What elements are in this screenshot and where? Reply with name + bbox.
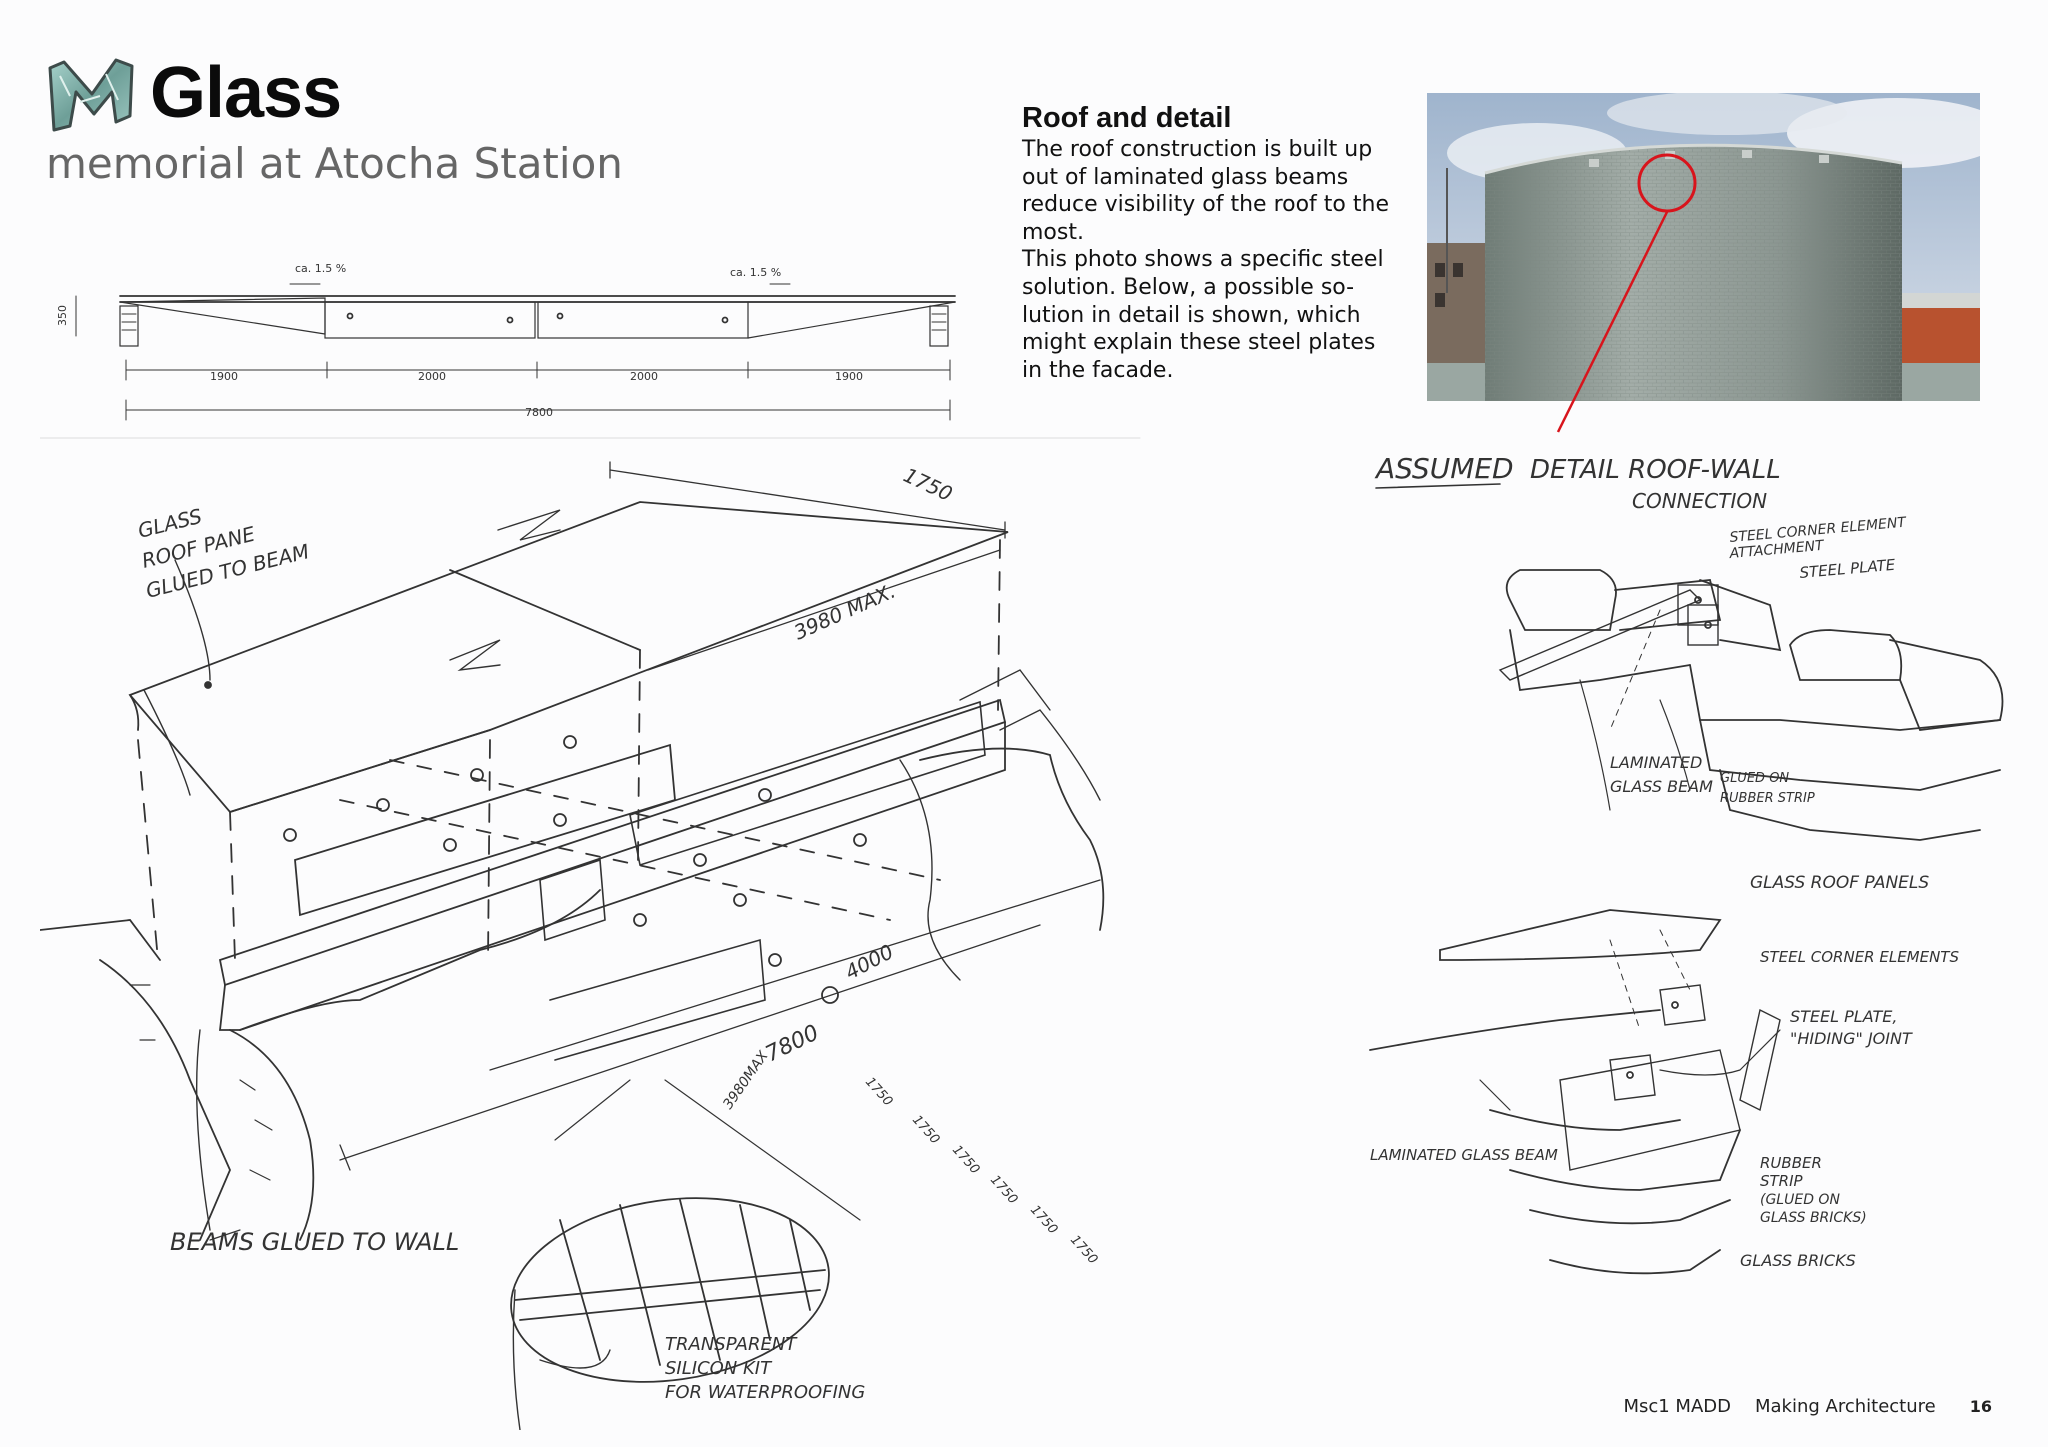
slope-left-label: ca. 1.5 % — [295, 262, 346, 275]
rubber-strip-label: STRIP — [1760, 1172, 1804, 1190]
dim-7800: 7800 — [762, 1020, 823, 1067]
section-body: The roof construction is built up out of… — [1022, 137, 1389, 383]
footer-name: Making Architecture — [1754, 1396, 1936, 1417]
detail-sketch: ASSUMED DETAIL ROOF-WALL CONNECTION STEE… — [1369, 452, 2004, 1275]
plan-dim: 1750 — [1027, 1203, 1060, 1238]
glass-roof-panels-label: GLASS ROOF PANELS — [1750, 873, 1929, 893]
exploded-detail-sketch — [1369, 909, 1781, 1275]
detail-heading-1: ASSUMED — [1374, 452, 1514, 485]
laminated-beam-label: LAMINATED — [1610, 753, 1702, 772]
detail-heading-3: CONNECTION — [1632, 489, 1767, 513]
description-block: Roof and detail The roof construction is… — [1022, 100, 1422, 384]
steel-plate-label: STEEL PLATE — [1799, 556, 1897, 582]
silicon-label: FOR WATERPROOFING — [665, 1382, 865, 1403]
page-subtitle: memorial at Atocha Station — [46, 139, 623, 188]
plan-dim: 1750 — [949, 1143, 982, 1178]
page-footer: Msc1 MADD Making Architecture 16 — [1623, 1396, 1992, 1417]
footer-course: Msc1 MADD — [1623, 1396, 1731, 1417]
span-label: 2000 — [418, 370, 446, 383]
plan-dim: 3980MAX — [720, 1048, 772, 1112]
isometric-roof-sketch — [40, 461, 1105, 1241]
roof-sketch: ca. 1.5 % ca. 1.5 % 350 1900 2000 2000 1… — [40, 262, 1141, 1430]
steel-plate-joint-label: "HIDING" JOINT — [1790, 1029, 1913, 1048]
total-span-label: 7800 — [525, 406, 553, 419]
logo-m-icon — [48, 58, 134, 132]
silicon-label: TRANSPARENT — [665, 1334, 798, 1355]
glass-bricks-label: GLASS BRICKS — [1740, 1251, 1856, 1270]
page-number: 16 — [1969, 1397, 1992, 1416]
detail-heading-2: DETAIL ROOF-WALL — [1530, 455, 1781, 485]
steel-plate-joint-label: STEEL PLATE, — [1790, 1007, 1897, 1026]
glued-rubber-label: GLUED ON — [1720, 771, 1789, 786]
silicon-label: SILICON KIT — [665, 1358, 773, 1379]
steel-corner-elements-label: STEEL CORNER ELEMENTS — [1760, 948, 1959, 966]
memorial-photo — [1427, 93, 1980, 401]
dim-3980: 3980 MAX. — [790, 579, 899, 645]
rubber-strip-label: RUBBER — [1760, 1154, 1822, 1172]
dim-1750: 1750 — [900, 463, 956, 506]
plan-dim: 1750 — [862, 1075, 895, 1110]
laminated-glass-beam-label: LAMINATED GLASS BEAM — [1370, 1146, 1558, 1164]
height-label: 350 — [56, 305, 69, 326]
roof-plan-sketch — [510, 1079, 861, 1430]
plan-dim: 1750 — [1067, 1233, 1100, 1268]
slope-right-label: ca. 1.5 % — [730, 266, 781, 279]
plan-dim: 1750 — [987, 1173, 1020, 1208]
section-heading: Roof and detail — [1022, 102, 1232, 134]
beams-glued-label: BEAMS GLUED TO WALL — [170, 1228, 459, 1256]
roof-elevation: ca. 1.5 % ca. 1.5 % 350 1900 2000 2000 1… — [56, 262, 956, 421]
span-label: 1900 — [835, 370, 863, 383]
span-label: 1900 — [210, 370, 238, 383]
plan-dim: 1750 — [909, 1113, 942, 1148]
span-label: 2000 — [630, 370, 658, 383]
laminated-beam-label: GLASS BEAM — [1610, 777, 1713, 796]
dim-4000: 4000 — [841, 939, 897, 984]
page-title: Glass — [150, 53, 342, 133]
rubber-strip-label: GLASS BRICKS) — [1760, 1210, 1867, 1226]
roof-wall-connection-sketch — [1498, 569, 2004, 841]
rubber-strip-label: (GLUED ON — [1760, 1192, 1840, 1208]
glued-rubber-label: RUBBER STRIP — [1720, 791, 1815, 806]
